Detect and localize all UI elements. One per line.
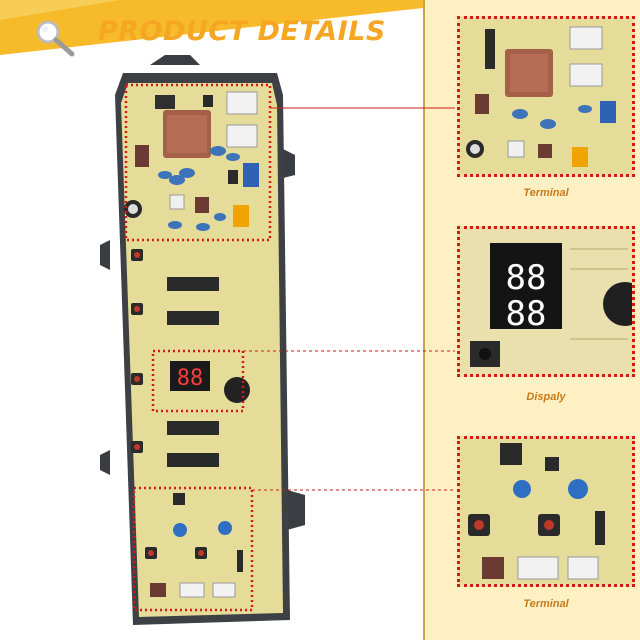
board-display-digits: 88 [177,366,204,391]
magnifier-icon [36,20,75,57]
detail-caption-terminal-bottom: Terminal [523,598,569,610]
detail-caption-display: Dispaly [526,391,566,403]
details-sidebar: Terminal 88 88 Dispaly [423,0,640,640]
detail-panel-terminal-bottom [457,436,635,587]
control-board-image: 88 [100,55,305,625]
terminal-closeup-icon [460,439,632,584]
detail-caption-terminal-top: Terminal [523,187,569,199]
product-image-area: PRODUCT DETAILS [0,0,423,625]
display-digits-bottom: 88 [506,294,547,334]
detail-panel-terminal-top [457,16,635,177]
terminal-closeup-icon [460,19,632,174]
title-banner [0,0,423,55]
display-digits-top: 88 [506,258,547,298]
display-closeup-icon: 88 88 [460,229,632,374]
detail-panel-display: 88 88 [457,226,635,377]
page-title: PRODUCT DETAILS [98,16,386,47]
